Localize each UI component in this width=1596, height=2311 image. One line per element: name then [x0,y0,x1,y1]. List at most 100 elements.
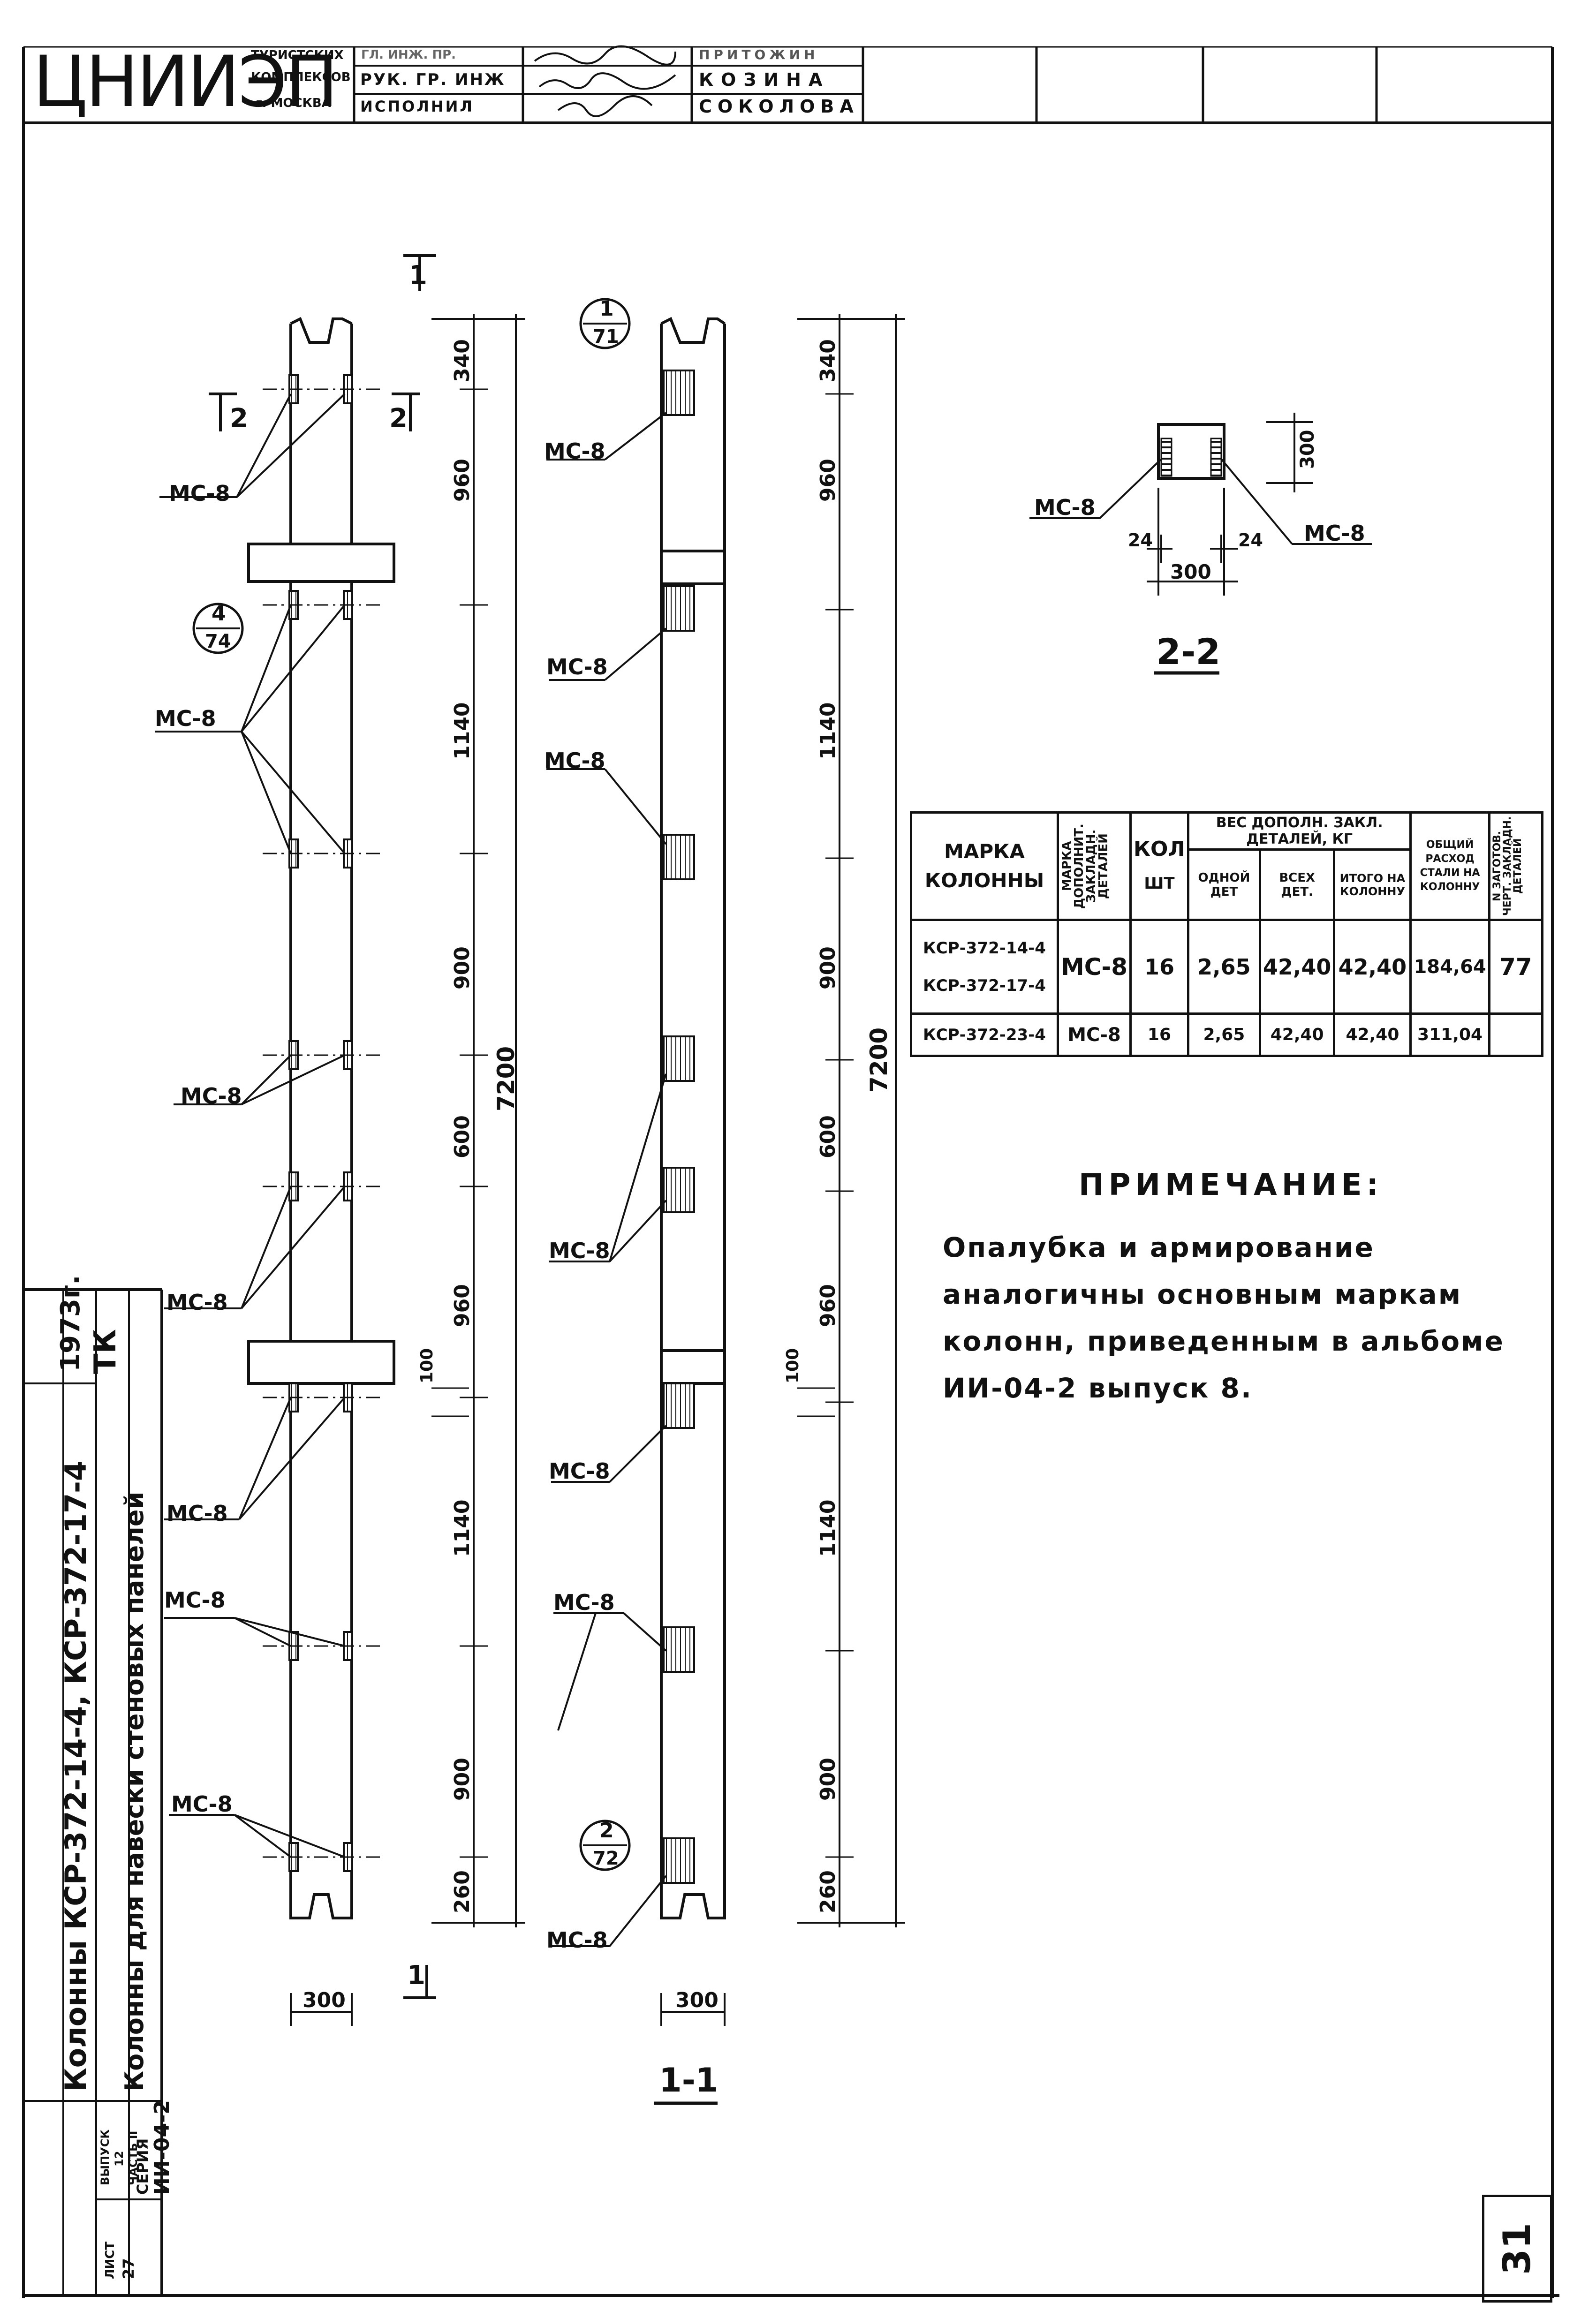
org-sub2: КОМПЛЕКСОВ [251,70,351,84]
cut-mark-1-bottom: 1 [407,1960,425,1991]
section-2-2-title: 2-2 [1156,631,1221,672]
dim-1140b: 1140 [816,1499,840,1557]
mc8-label: МС-8 [544,438,605,464]
signatures [534,45,676,117]
detail-ref-c-num: 2 [599,1819,614,1843]
mc8-label: МС-8 [1034,495,1096,520]
cell-all: 42,40 [1258,1012,1336,1057]
name-2: КОЗИНА [699,69,830,90]
mc8-label: МС-8 [549,1238,610,1263]
th-detail: МАРКА ДОПОЛНИТ. ЗАКЛАДН. ДЕТАЛЕЙ [1057,811,1132,921]
cut-mark-2-left: 2 [230,403,248,434]
mc8-label: МС-8 [549,1458,610,1484]
side-issue-label: ВЫПУСК [98,2130,112,2185]
sec22-height: 300 [1297,430,1318,469]
dim-900: 900 [450,946,474,989]
sheet-frame [22,46,1559,2298]
detail-ref-b-num: 1 [599,297,614,321]
dim-900b: 900 [816,1758,840,1801]
cell-ref: 77 [1488,919,1543,1015]
dim-340: 340 [816,339,840,382]
cell-total: 42,40 [1333,919,1412,1015]
cell-detail: МС-8 [1057,1012,1132,1057]
dim-960b: 960 [816,1284,840,1327]
th-w-one: ОДНОЙ ДЕТ [1187,848,1261,921]
table-row: КСР-372-23-4 МС-8 16 2,65 42,40 42,40 31… [910,1012,1543,1057]
role-2: РУК. ГР. ИНЖ [360,70,506,89]
dim-1140: 1140 [450,702,474,760]
name-1: ПРИТОЖИН [699,47,819,62]
dim-100: 100 [417,1348,437,1383]
note-title: ПРИМЕЧАНИЕ: [1079,1168,1384,1202]
cell-ref [1488,1012,1543,1057]
column-front-view [155,254,436,1999]
dim-600: 600 [816,1115,840,1158]
mc8-label: МС-8 [166,1501,228,1526]
cell-steel: 184,64 [1409,919,1490,1015]
cell-one: 2,65 [1187,919,1261,1015]
sec22-cover-right: 24 [1238,530,1263,551]
side-sheet-label: ЛИСТ [103,2241,117,2279]
cell-one: 2,65 [1187,1012,1261,1057]
sec22-width: 300 [1170,560,1211,583]
note-body: Опалубка и армирование аналогичны основн… [943,1231,1505,1404]
width-300-front: 300 [303,1988,346,2012]
cut-mark-2-right: 2 [389,403,408,434]
org-sub1: ТУРИСТСКИХ [251,48,344,62]
mc8-label: МС-8 [164,1587,226,1613]
side-col3: Колонны КСР-372-14-4, КСР-372-17-4 [59,1460,93,2092]
mc8-label: МС-8 [546,1927,608,1953]
dim-900: 900 [816,946,840,989]
th-ref: N ЗАГОТОВ. ЧЕРТ. ЗАКЛАДН. ДЕТАЛЕЙ [1488,811,1543,921]
org-sub3: г. МОСКВА [256,96,331,110]
detail-ref-a-num: 4 [212,602,226,626]
section-1-1-title: 1-1 [659,2061,719,2100]
cell-steel: 311,04 [1409,1012,1490,1057]
dim-260: 260 [816,1870,840,1913]
side-sheet-value: 27 [120,2258,137,2279]
cell-total: 42,40 [1333,1012,1412,1057]
dim-600: 600 [450,1115,474,1158]
section-1-1-dimensions [654,314,905,2105]
dim-1140: 1140 [816,702,840,760]
dim-960: 960 [450,459,474,502]
mc8-label: МС-8 [181,1083,242,1109]
dim-1140b: 1140 [450,1499,474,1557]
mc8-label: МС-8 [155,706,216,731]
dim-total: 7200 [865,1027,893,1093]
detail-reference-circles [192,298,631,1871]
dim-960b: 960 [450,1284,474,1327]
dim-960: 960 [816,459,840,502]
dim-100: 100 [783,1348,802,1383]
column-section-1-1 [546,317,726,1947]
cell-count: 16 [1129,919,1189,1015]
sheet-number-box: 31 [1482,2195,1552,2303]
org-logo: ЦНИИЭП [33,41,338,123]
cell-count: 16 [1129,1012,1189,1057]
side-col1: ТК [88,1329,123,1374]
sheet-number: 31 [1495,2222,1539,2275]
section-2-2 [1029,413,1372,675]
width-300-section: 300 [675,1988,719,2012]
mc8-label: МС-8 [553,1590,615,1615]
dim-340: 340 [450,339,474,382]
dim-900b: 900 [450,1758,474,1801]
cell-marks: КСР-372-23-4 [910,1012,1059,1057]
role-3: ИСПОЛНИЛ [360,98,474,115]
role-1: ГЛ. ИНЖ. ПР. [361,48,456,62]
side-col2: Колонны для навески стеновых панелей [120,1491,149,2092]
detail-ref-a-den: 74 [205,631,231,652]
sec22-cover-left: 24 [1128,530,1153,551]
th-weight: ВЕС ДОПОЛН. ЗАКЛ. ДЕТАЛЕЙ, КГ [1187,811,1412,851]
dim-260: 260 [450,1870,474,1913]
mc8-label: МС-8 [1304,521,1365,546]
cell-detail: МС-8 [1057,919,1132,1015]
side-series-value: ИИ-04-2 [150,2100,174,2195]
